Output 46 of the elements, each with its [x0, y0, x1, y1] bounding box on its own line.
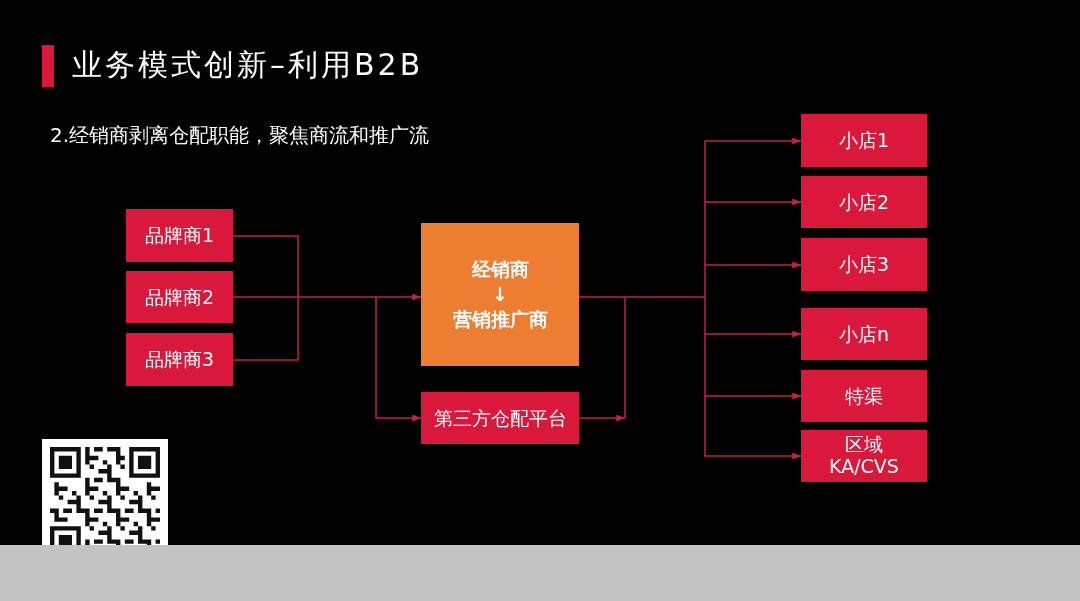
- process-box: [801, 430, 927, 482]
- connector-line: [297, 296, 377, 298]
- arrow: [704, 198, 802, 206]
- connector-line: [232, 296, 299, 298]
- arrow: [704, 261, 802, 269]
- arrow: [375, 293, 422, 301]
- connector-line: [624, 296, 626, 419]
- box-label: ↓: [492, 282, 508, 307]
- connector-line: [232, 235, 299, 298]
- box-label: 小店2: [838, 189, 890, 215]
- box-label: 小店1: [838, 128, 890, 153]
- arrow: [704, 395, 802, 460]
- box-label: 营销推广商: [452, 306, 548, 332]
- process-box: [421, 392, 579, 444]
- box-label: 第三方仓配平台: [433, 405, 567, 431]
- box-label: 小店3: [838, 252, 890, 277]
- process-box: [126, 209, 233, 262]
- process-box: [801, 370, 927, 422]
- box-label: 经销商: [471, 257, 529, 283]
- box-label: 品牌商2: [144, 284, 215, 310]
- connector-line: [704, 296, 706, 335]
- box-label: 区域 KA/CVS: [828, 434, 900, 478]
- box-label: 小店n: [838, 321, 889, 347]
- slide-title: 业务模式创新–利用B2B: [72, 46, 424, 84]
- connector-line: [704, 264, 706, 298]
- connector-line: [624, 296, 706, 298]
- process-box: [801, 308, 927, 360]
- connector-line: [704, 333, 706, 397]
- process-box: [801, 114, 927, 167]
- connector-line: [578, 296, 626, 298]
- connector-line: [704, 201, 706, 266]
- box-label: 特渠: [845, 383, 883, 409]
- box-label: 品牌商1: [144, 223, 215, 248]
- process-box: [126, 271, 233, 323]
- process-box: [801, 238, 927, 291]
- arrow: [704, 137, 802, 203]
- connector-line: [232, 296, 299, 361]
- subtitle: 2.经销商剥离仓配职能，聚焦商流和推广流: [50, 122, 430, 149]
- box-label: 品牌商3: [144, 347, 215, 372]
- arrow: [704, 330, 802, 338]
- process-box: [801, 176, 927, 228]
- arrow: [375, 296, 422, 422]
- process-box: [126, 333, 233, 386]
- arrow: [578, 414, 626, 422]
- arrow: [704, 392, 802, 400]
- process-box: [421, 223, 579, 366]
